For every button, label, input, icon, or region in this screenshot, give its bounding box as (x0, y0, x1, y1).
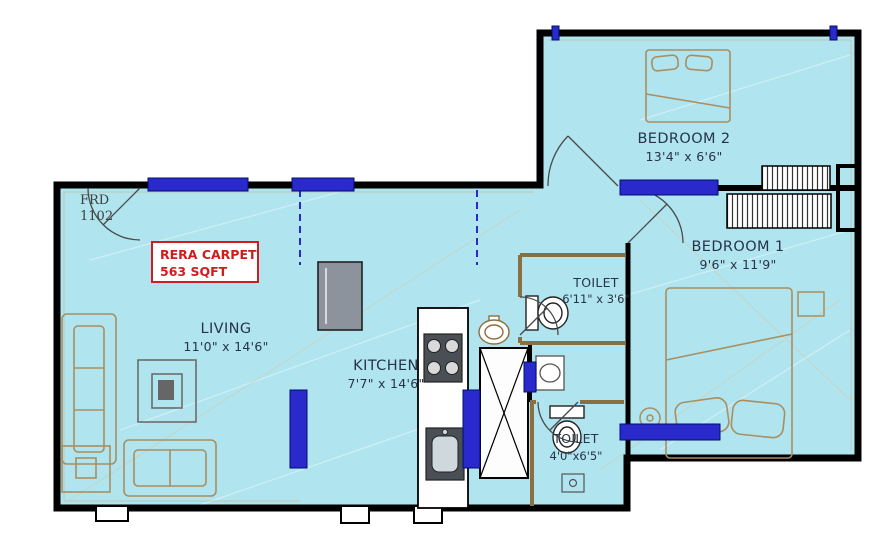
window-living-2 (291, 177, 355, 192)
window-toilet-lobby (523, 361, 537, 393)
room-label-toilet-lower: TOILET 4'0"x6'5" (550, 431, 603, 463)
rera-line2: 563 SQFT (160, 264, 228, 279)
flat-label-text: FRD (80, 193, 109, 208)
dashed-openings (299, 190, 478, 265)
stove (423, 333, 463, 383)
door-slider-kitchen-left (289, 389, 308, 469)
room-label-toilet-upper: TOILET 6'11" x 3'6" (562, 275, 630, 306)
bed-bedroom1 (665, 287, 793, 459)
bedroom1-name: BEDROOM 1 (691, 239, 784, 255)
flat-number-text: 1102 (80, 209, 113, 224)
toilet-upper-name: TOILET (572, 275, 619, 290)
right-wall-niche (836, 164, 858, 232)
living-dims: 11'0" x 14'6" (183, 339, 268, 354)
toilet-upper-dims: 6'11" x 3'6" (562, 292, 630, 306)
sink (425, 427, 465, 481)
rera-box: RERA CARPET 563 SQFT (151, 241, 259, 283)
bedroom1-dims: 9'6" x 11'9" (699, 257, 776, 272)
windows (147, 25, 838, 469)
toilet-lower-dims: 4'0"x6'5" (550, 449, 603, 463)
flat-number-label: FRD 1102 (80, 193, 113, 224)
rera-line1: RERA CARPET (160, 247, 257, 262)
kitchen-name: KITCHEN (353, 358, 419, 374)
room-label-living: LIVING 11'0" x 14'6" (183, 321, 268, 354)
living-name: LIVING (200, 321, 251, 337)
wardrobe-bedroom1 (726, 193, 832, 229)
wardrobe-bedroom2 (761, 165, 831, 191)
kitchen-counter (417, 307, 469, 509)
bedroom2-dims: 13'4" x 6'6" (645, 149, 722, 164)
window-living-1 (147, 177, 249, 192)
tv-unit (137, 359, 197, 423)
door-toilet-upper (519, 296, 559, 336)
wall-ledges (95, 505, 443, 524)
wc-toilet-upper (525, 295, 569, 331)
sofa (61, 313, 117, 465)
washbasin-lobby (535, 355, 565, 391)
door-arcs (87, 135, 684, 443)
wall-break-tick-2 (829, 25, 838, 41)
wall-break-tick-1 (551, 25, 560, 41)
floor-area (57, 33, 858, 508)
washbasin-passage (478, 315, 510, 345)
door-toilet-lower (537, 401, 579, 443)
toilet-lower-name: TOILET (552, 431, 599, 446)
kitchen-dims: 7'7" x 14'6" (347, 376, 424, 391)
room-label-bedroom2: BEDROOM 2 13'4" x 6'6" (637, 131, 730, 164)
door-bedroom2 (547, 135, 619, 187)
window-bedroom1 (619, 423, 721, 441)
outer-walls (53, 29, 862, 512)
bedroom2-name: BEDROOM 2 (637, 131, 730, 147)
room-label-kitchen: KITCHEN 7'7" x 14'6" (347, 358, 424, 391)
fridge (317, 261, 363, 331)
door-slider-kitchen-right (462, 389, 481, 469)
bed-bedroom2 (645, 49, 731, 123)
wall-finish-lines (63, 39, 852, 502)
wc-toilet-lower (549, 405, 585, 454)
toilet-walls (518, 253, 626, 506)
loveseat (123, 439, 217, 497)
corner-table (61, 445, 111, 493)
duct-shaft (479, 347, 529, 479)
window-bedroom-divider (619, 179, 719, 196)
floor-drain (561, 473, 585, 493)
door-main-entrance (87, 187, 141, 241)
room-label-bedroom1: BEDROOM 1 9'6" x 11'9" (691, 239, 784, 272)
